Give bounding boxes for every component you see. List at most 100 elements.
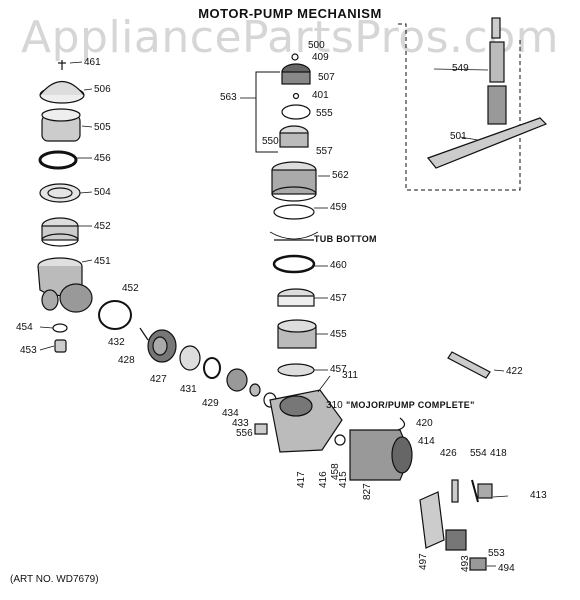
part-427-ring [179,345,201,371]
part-number-557: 557 [316,146,333,157]
part-429-gear [226,368,248,392]
part-422-bar [447,351,491,379]
part-number-417: 417 [296,471,307,488]
part-number-461: 461 [84,57,101,68]
part-number-563: 563 [220,92,237,103]
part-459-gasket [273,204,315,220]
part-451-housing [37,257,93,313]
part-458-washer [334,434,346,446]
part-number-457: 457 [330,293,347,304]
part-number-505: 505 [94,122,111,133]
part-454-gasket [52,323,68,333]
part-number-422: 422 [506,366,523,377]
part-number-451: 451 [94,256,111,267]
part-number-504: 504 [94,187,111,198]
part-number-555: 555 [316,108,333,119]
part-number-453: 453 [20,345,37,356]
part-550-557-tube [279,125,309,148]
part-number-497: 497 [418,553,429,570]
part-number-416: 416 [318,471,329,488]
part-461-screw [58,60,66,70]
part-number-507: 507 [318,72,335,83]
part-number-434: 434 [222,408,239,419]
part-418-bracket [477,483,493,499]
part-number-827: 827 [362,483,373,500]
part-number-456: 456 [94,153,111,164]
part-number-550: 550 [262,136,279,147]
part-number-429: 429 [202,398,219,409]
part-493-part [445,529,467,551]
part-number-401: 401 [312,90,329,101]
part-434-nut [249,383,261,397]
part-number-452: 452 [94,221,111,232]
part-number-414: 414 [418,436,435,447]
part-number-556: 556 [236,428,253,439]
diagram-title: MOTOR-PUMP MECHANISM [198,6,382,21]
leader-lines [39,61,509,567]
part-420-wire [397,417,406,431]
part-number-426: 426 [440,448,457,459]
part-505-filter [41,108,81,142]
part-number-457: 457 [330,364,347,375]
part-number-311: 311 [342,370,358,381]
part-number-452: 452 [122,283,139,294]
part-number-431: 431 [180,384,197,395]
part-number-493: 493 [460,555,471,572]
part-number-458: 458 [330,463,341,480]
part-number-455: 455 [330,329,347,340]
art-number: (ART NO. WD7679) [10,574,99,585]
part-number-494: 494 [498,563,515,574]
part-432-rod [139,327,149,341]
tub-bottom-marker [269,231,319,241]
part-453-cap [54,339,67,353]
part-504-ring [39,183,81,203]
part-number-460: 460 [330,260,347,271]
part-452-clamp-b [98,300,132,330]
part-number-454: 454 [16,322,33,333]
part-number-432: 432 [108,337,125,348]
part-549-tubes [487,17,507,125]
part-555-ring [281,104,311,120]
part-number-562: 562 [332,170,349,181]
part-455-filter [277,319,317,349]
part-426-pin [451,479,459,503]
part-motor [349,429,413,481]
part-number-433: 433 [232,418,249,429]
motor-pump-complete-label: "MOJOR/PUMP COMPLETE" [346,400,475,410]
part-number-409: 409 [312,52,329,63]
part-number-549: 549 [452,63,469,74]
part-311-pump-housing [269,389,343,453]
watermark: AppliancePartsPros.com [21,12,559,63]
part-428-impeller [147,329,177,363]
part-number-310: 310 [326,400,343,411]
part-501-spray-arm [427,117,548,169]
part-number-428: 428 [118,355,135,366]
part-number-553: 553 [488,548,505,559]
part-456-ring [38,150,78,170]
part-number-554: 554 [470,448,487,459]
tub-bottom-label: TUB BOTTOM [314,234,377,244]
spray-arm-callout-box [398,23,521,191]
part-401-clip [292,92,300,100]
part-494-clip [469,557,487,571]
part-556-plug [254,423,268,435]
part-number-413: 413 [530,490,547,501]
part-452-clamp [41,217,79,247]
part-number-459: 459 [330,202,347,213]
part-507-hub [281,63,311,85]
part-457-ring-a [277,288,315,307]
part-number-500: 500 [308,40,325,51]
part-457-ring-b [277,363,315,377]
part-497-bracket [419,491,445,549]
part-number-418: 418 [490,448,507,459]
part-554-clip [471,479,479,503]
part-409-washer [291,53,299,61]
part-562-housing [271,161,317,202]
bracket-563 [255,71,280,153]
part-number-501: 501 [450,131,467,142]
part-506-cover [39,80,85,104]
part-number-506: 506 [94,84,111,95]
part-431-ring [203,357,221,379]
